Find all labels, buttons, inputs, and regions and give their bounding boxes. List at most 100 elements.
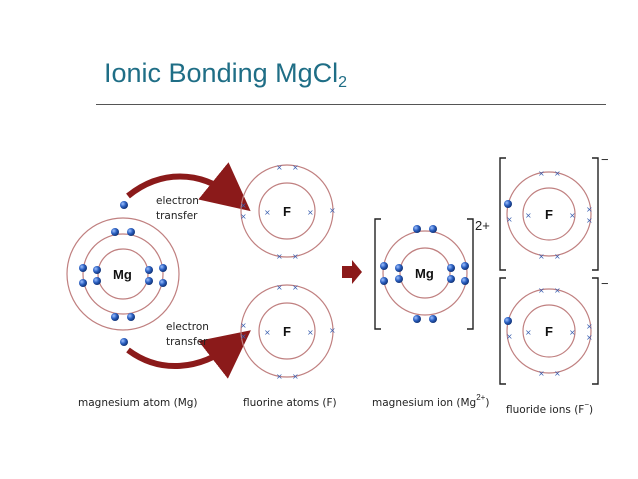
transfer-electron-top xyxy=(120,201,128,209)
f-ion-bracket-left xyxy=(499,157,506,271)
f-ion-charge: − xyxy=(601,152,609,167)
magnesium-atom: Mg xyxy=(66,201,180,346)
f-ion-electrons: × × × × × × × × × xyxy=(506,286,593,378)
f-ion-shell-inner xyxy=(522,304,576,358)
electron xyxy=(395,275,403,283)
fluorine-atom-bottom: F × × × × × × × × × xyxy=(240,283,336,381)
mg-shell-outer xyxy=(66,217,180,331)
mg-atom-electrons xyxy=(79,201,167,346)
f-ion-charge: − xyxy=(601,276,609,291)
electron xyxy=(159,264,167,272)
transfer-arrow-bottom xyxy=(126,330,251,379)
magnesium-ion: 2+ Mg xyxy=(374,218,490,330)
caption-f-ions-close: ) xyxy=(589,404,593,416)
electron: × xyxy=(240,201,247,210)
electron: × xyxy=(292,252,299,261)
f-ion-symbol: F xyxy=(545,207,553,222)
electron: × xyxy=(292,372,299,381)
electron: × xyxy=(276,283,283,292)
caption-mg-ion-text: magnesium ion (Mg xyxy=(372,397,476,409)
electron xyxy=(127,228,135,236)
electron: × xyxy=(292,283,299,292)
electron: × xyxy=(506,215,513,224)
f-shell-outer xyxy=(240,164,334,258)
caption-fluoride-ions: fluoride ions (F−) xyxy=(506,400,593,416)
electron: × xyxy=(586,205,593,214)
electron: × xyxy=(329,326,336,335)
mg-atom-symbol: Mg xyxy=(113,267,132,282)
f-ion-electrons: × × × × × × × × × xyxy=(506,169,593,261)
reaction-arrow xyxy=(342,260,362,284)
fluoride-ion-top: − F × × × × × × × × × xyxy=(499,152,609,271)
electron: × xyxy=(276,252,283,261)
electron xyxy=(145,266,153,274)
electron: × xyxy=(554,252,561,261)
electron: × xyxy=(538,369,545,378)
caption-mg-ion-superscript: 2+ xyxy=(476,393,485,402)
electron: × xyxy=(329,206,336,215)
electron: × xyxy=(264,328,271,337)
electron: × xyxy=(569,211,576,220)
electron: × xyxy=(307,328,314,337)
electron: × xyxy=(276,163,283,172)
f-atom-symbol: F xyxy=(283,324,291,339)
electron xyxy=(429,315,437,323)
electron xyxy=(93,277,101,285)
electron xyxy=(461,262,469,270)
caption-mg-ion-close: ) xyxy=(485,397,489,409)
electron xyxy=(159,279,167,287)
mg-ion-shell-outer xyxy=(382,230,468,316)
electron: × xyxy=(264,208,271,217)
f-ion-bracket-right xyxy=(592,157,599,271)
electron: × xyxy=(586,322,593,331)
electron xyxy=(380,262,388,270)
electron: × xyxy=(586,216,593,225)
electron xyxy=(111,313,119,321)
mg-ion-charge: 2+ xyxy=(475,218,490,233)
mg-ion-bracket-right xyxy=(467,218,474,330)
electron: × xyxy=(554,169,561,178)
mg-shell-middle xyxy=(82,233,164,315)
electron xyxy=(145,277,153,285)
fluoride-ion-bottom: − F × × × × × × × × × xyxy=(499,276,609,385)
transferred-electron xyxy=(504,317,512,325)
mg-ion-symbol: Mg xyxy=(415,266,434,281)
fluorine-atom-top: F × × × × × × × × × xyxy=(240,163,336,261)
caption-magnesium-ion: magnesium ion (Mg2+) xyxy=(372,393,489,409)
transfer-arrow-top xyxy=(126,162,251,212)
transfer-label-top-1: electron xyxy=(156,195,199,207)
title-subscript: 2 xyxy=(338,74,348,91)
f-ion-shell-outer xyxy=(506,288,592,374)
electron xyxy=(447,275,455,283)
caption-magnesium-atom: magnesium atom (Mg) xyxy=(78,397,198,409)
electron xyxy=(380,277,388,285)
caption-f-ions-superscript: − xyxy=(584,400,589,409)
electron xyxy=(447,264,455,272)
electron: × xyxy=(240,332,247,341)
f-atom-symbol: F xyxy=(283,204,291,219)
title-text: Ionic Bonding MgCl xyxy=(104,58,339,88)
electron xyxy=(127,313,135,321)
transfer-label-bottom-2: transfer xyxy=(166,336,208,348)
f-ion-shell-inner xyxy=(522,187,576,241)
electron: × xyxy=(554,369,561,378)
transfer-electron-bottom xyxy=(120,338,128,346)
electron: × xyxy=(307,208,314,217)
electron: × xyxy=(538,286,545,295)
electron: × xyxy=(525,328,532,337)
electron: × xyxy=(554,286,561,295)
electron xyxy=(461,277,469,285)
electron xyxy=(413,225,421,233)
f-ion-bracket-right xyxy=(592,277,599,385)
electron: × xyxy=(569,328,576,337)
electron xyxy=(79,264,87,272)
electron xyxy=(111,228,119,236)
title-divider xyxy=(96,104,606,105)
transfer-label-top-2: transfer xyxy=(156,210,198,222)
electron xyxy=(395,264,403,272)
electron: × xyxy=(586,333,593,342)
electron xyxy=(413,315,421,323)
electron: × xyxy=(240,321,247,330)
electron: × xyxy=(506,332,513,341)
